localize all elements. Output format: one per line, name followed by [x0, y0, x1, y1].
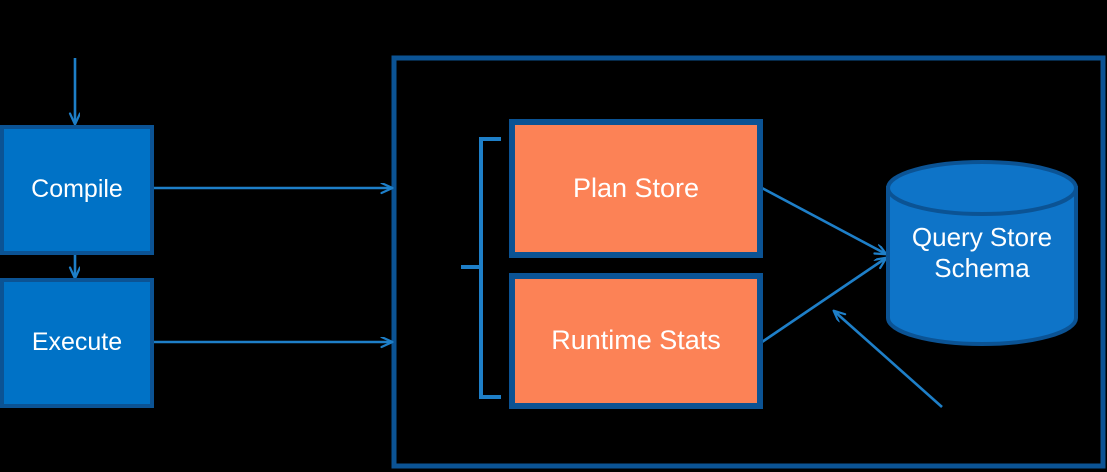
edges-group	[75, 58, 943, 408]
store-group-bracket	[461, 137, 501, 399]
node-query-store-schema[interactable]	[886, 160, 1078, 346]
node-compile[interactable]	[0, 125, 154, 255]
node-plan-store[interactable]	[509, 119, 763, 258]
edge-external-to-schema	[834, 311, 943, 408]
node-execute[interactable]	[0, 278, 154, 408]
node-runtime-stats[interactable]	[509, 273, 763, 409]
edge-plan-store-to-schema	[761, 186, 886, 254]
query-store-boundary	[391, 55, 1106, 469]
edge-runtime-stats-to-schema	[761, 258, 886, 344]
